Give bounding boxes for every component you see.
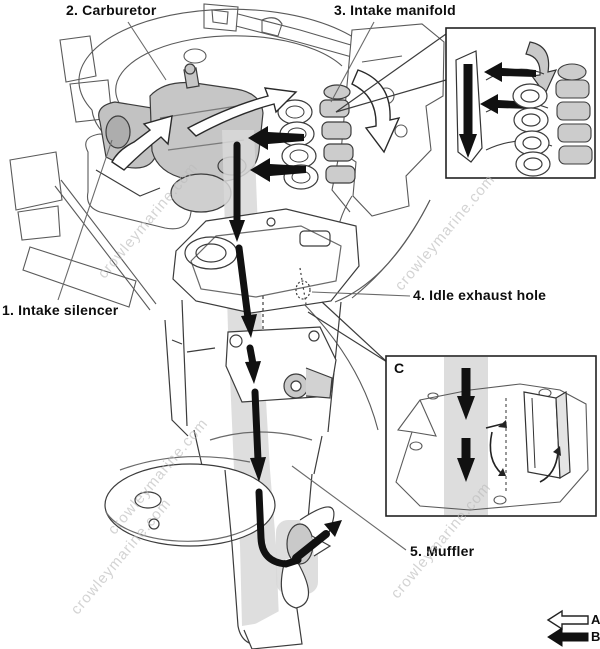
manifold-exhaust-arrows [248, 126, 306, 182]
exhaust-flow-line [233, 141, 302, 568]
label-carburetor: 2. Carburetor [66, 2, 157, 18]
leader-lines [57, 21, 411, 551]
inset-idle-exhaust [307, 301, 597, 517]
legend-label-a: A [591, 612, 600, 627]
legend-arrow-intake [546, 609, 589, 631]
muffler-exit-arrow [292, 520, 342, 562]
inset-c-label: C [394, 360, 405, 376]
legend-arrow-exhaust [547, 627, 589, 647]
exhaust-flow-arrowheads [229, 220, 266, 482]
inset-intake-manifold [335, 27, 596, 179]
label-muffler: 5. Muffler [410, 543, 475, 559]
label-intake-silencer: 1. Intake silencer [2, 302, 119, 318]
label-idle-exhaust-hole: 4. Idle exhaust hole [413, 287, 547, 303]
midsection-drawing [164, 208, 360, 475]
intake-flow-arrows [111, 69, 401, 171]
label-intake-manifold: 3. Intake manifold [334, 2, 456, 18]
legend-label-b: B [591, 629, 600, 644]
